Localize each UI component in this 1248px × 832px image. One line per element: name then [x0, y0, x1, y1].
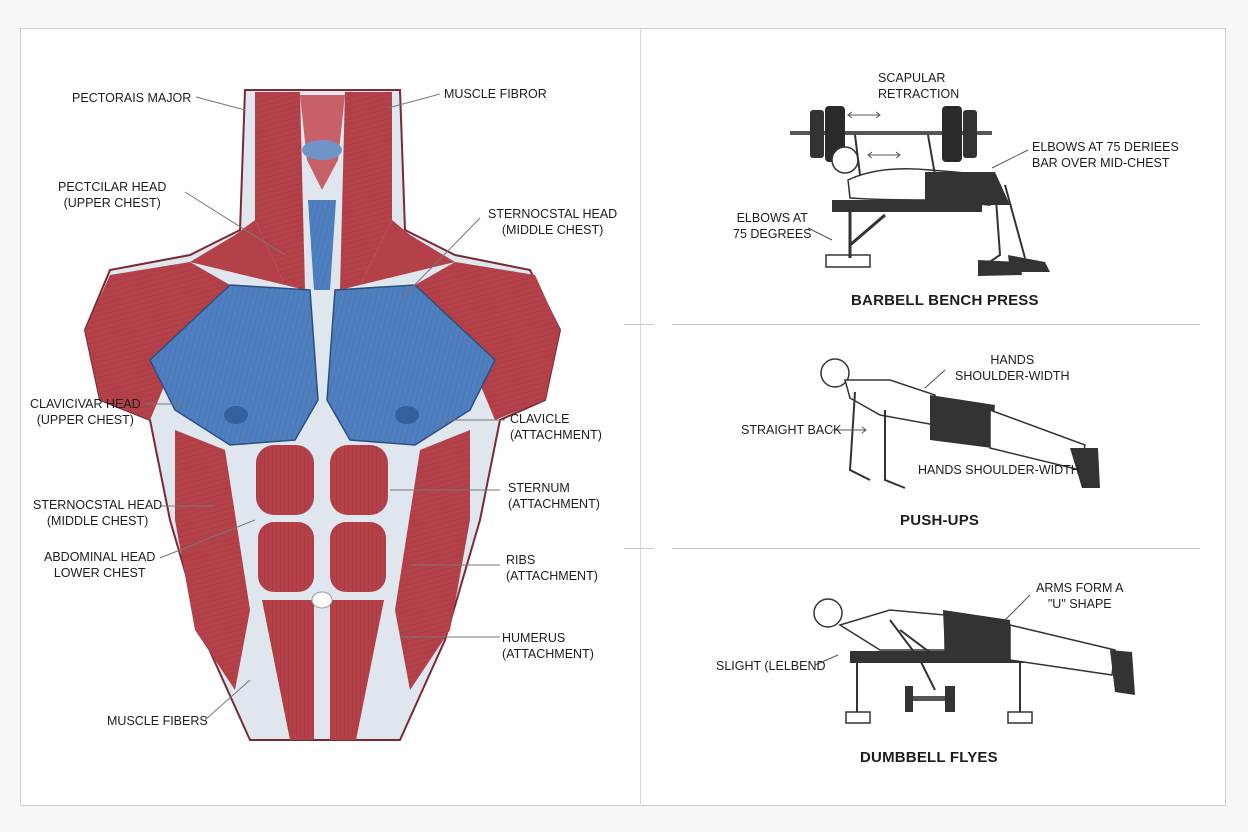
label-line: (ATTACHMENT): [506, 569, 598, 583]
note-elbows-bar: ELBOWS AT 75 DERIEES BAR OVER MID-CHEST: [1032, 139, 1179, 171]
label-line: STERNUM: [508, 481, 570, 495]
note-line: RETRACTION: [878, 87, 960, 101]
dumbbell-flyes-figure: [813, 598, 1135, 724]
exercise-title-pushups: PUSH-UPS: [900, 512, 980, 529]
note-slight-bend: SLIGHT (LELBEND: [716, 659, 826, 673]
label-line: STERNOCSTAL HEAD: [33, 498, 163, 512]
label-muscle-fibers: MUSCLE FIBERS: [107, 714, 208, 728]
label-humerus: HUMERUS (ATTACHMENT): [502, 630, 594, 662]
label-ribs: RIBS (ATTACHMENT): [506, 552, 598, 584]
center-divider: [640, 28, 641, 804]
tick-mark: [624, 324, 654, 325]
note-line: HANDS: [990, 353, 1035, 367]
note-arms-u-shape: ARMS FORM A "U" SHAPE: [1036, 580, 1124, 612]
label-line: STERNOCSTAL HEAD: [488, 207, 618, 221]
trapezius-right: [360, 220, 455, 285]
label-line: (ATTACHMENT): [508, 497, 600, 511]
tick-mark: [624, 548, 654, 549]
label-line: ABDOMINAL HEAD: [44, 550, 156, 564]
label-line: LOWER CHEST: [53, 566, 146, 580]
label-line: PECTCILAR HEAD: [58, 180, 167, 194]
note-line: 75 DEGREES: [733, 227, 812, 241]
note-hands-shoulder-width-bottom: HANDS SHOULDER-WIDTH: [918, 463, 1080, 477]
label-muscle-fibror: MUSCLE FIBROR: [444, 87, 547, 101]
label-pectorais-major: PECTORAIS MAJOR: [72, 91, 192, 105]
label-line: (MIDDLE CHEST): [501, 223, 604, 237]
label-sternum: STERNUM (ATTACHMENT): [508, 480, 600, 512]
note-line: ELBOWS AT: [736, 211, 808, 225]
label-sternocostal-head-top: STERNOCSTAL HEAD (MIDDLE CHEST): [488, 206, 617, 238]
label-line: CLAVICLE: [510, 412, 570, 426]
flyes-arrows: [814, 594, 1031, 666]
trapezius-left: [190, 220, 285, 285]
label-line: HUMERUS: [502, 631, 566, 645]
label-line: (UPPER CHEST): [63, 196, 161, 210]
label-pectcilar-head: PECTCILAR HEAD (UPPER CHEST): [58, 179, 166, 211]
anatomy-leader-lines: [145, 93, 505, 721]
exercise-title-dumbbell-flyes: DUMBBELL FLYES: [860, 749, 998, 766]
label-line: (ATTACHMENT): [502, 647, 594, 661]
note-line: ARMS FORM A: [1036, 581, 1124, 595]
abdominal-muscles: [256, 445, 388, 740]
label-sternocostal-head-left: STERNOCSTAL HEAD (MIDDLE CHEST): [33, 497, 162, 529]
note-elbows-75: ELBOWS AT 75 DEGREES: [733, 210, 812, 242]
label-line: CLAVICIVAR HEAD: [30, 397, 141, 411]
label-line: (ATTACHMENT): [510, 428, 602, 442]
note-line: ELBOWS AT 75 DERIEES: [1032, 140, 1179, 154]
bench-press-arrows: [807, 111, 1029, 241]
pushup-figure: [820, 358, 1100, 489]
note-line: SCAPULAR: [878, 71, 946, 85]
note-scapular-retraction: SCAPULAR RETRACTION: [878, 70, 959, 102]
label-line: (UPPER CHEST): [36, 413, 134, 427]
note-line: BAR OVER MID-CHEST: [1032, 156, 1170, 170]
label-line: RIBS: [506, 553, 536, 567]
note-line: SHOULDER-WIDTH: [955, 369, 1070, 383]
pushup-arrows: [832, 369, 946, 434]
label-line: (MIDDLE CHEST): [46, 514, 149, 528]
section-divider: [672, 324, 1200, 325]
bench-press-figure: [790, 106, 1050, 276]
section-divider: [672, 548, 1200, 549]
exercise-title-bench-press: BARBELL BENCH PRESS: [851, 292, 1039, 309]
note-hands-shoulder-width-top: HANDS SHOULDER-WIDTH: [955, 352, 1070, 384]
label-clavicivar-head: CLAVICIVAR HEAD (UPPER CHEST): [30, 396, 141, 428]
note-line: "U" SHAPE: [1047, 597, 1112, 611]
note-straight-back: STRAIGHT BACK: [741, 423, 842, 437]
label-clavicle: CLAVICLE (ATTACHMENT): [510, 411, 602, 443]
label-abdominal-head: ABDOMINAL HEAD LOWER CHEST: [44, 549, 155, 581]
